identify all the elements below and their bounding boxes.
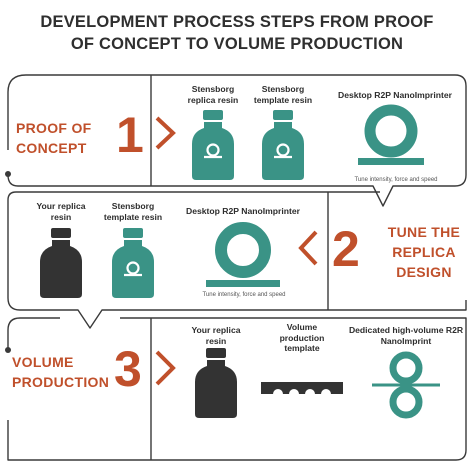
step1-item1-label: Stensborg replica resin bbox=[187, 84, 239, 105]
step1-frame bbox=[7, 74, 467, 207]
step1-item2-label: Stensborg template resin bbox=[253, 84, 313, 105]
step2-stage-line1: TUNE THE bbox=[387, 224, 461, 240]
step2-frame bbox=[7, 191, 380, 201]
step2-chevron-icon bbox=[298, 230, 318, 266]
template-strip-icon bbox=[261, 382, 343, 394]
step2-stage-label: TUNE THE REPLICA DESIGN bbox=[378, 222, 470, 282]
step3-stage-line1: VOLUME bbox=[12, 354, 74, 370]
step2-item3-note: Tune intensity, force and speed bbox=[202, 292, 286, 298]
teal-bottle-icon bbox=[192, 110, 234, 180]
step1-stage-label: PROOF OF CONCEPT bbox=[16, 118, 106, 158]
connector-dot-2 bbox=[5, 347, 11, 353]
connector-dot-1 bbox=[5, 171, 11, 177]
step2-frame-bottom bbox=[7, 200, 467, 329]
diagram-title-line1: DEVELOPMENT PROCESS STEPS FROM PROOF bbox=[40, 13, 434, 31]
roller-imprinter-icon bbox=[206, 222, 280, 287]
step1-stage-line1: PROOF OF bbox=[16, 120, 92, 136]
step3-stage-line2: PRODUCTION bbox=[12, 374, 110, 390]
step3-stage-label: VOLUME PRODUCTION bbox=[12, 352, 112, 392]
step2-stage-line2: REPLICA bbox=[392, 244, 456, 260]
step1-item3-note: Tune intensity, force and speed bbox=[354, 177, 438, 183]
step3-chevron-icon bbox=[155, 350, 176, 386]
step1-number: 1 bbox=[116, 107, 144, 163]
teal-bottle-icon bbox=[262, 110, 304, 180]
step3-frame bbox=[7, 317, 60, 350]
roller-imprinter-icon bbox=[358, 104, 424, 165]
step1-stage-line2: CONCEPT bbox=[16, 140, 87, 156]
step1-chevron-icon bbox=[155, 116, 176, 150]
step3-item1-label: Your replica resin bbox=[191, 325, 241, 346]
diagram-title-line2: OF CONCEPT TO VOLUME PRODUCTION bbox=[70, 35, 404, 53]
r2r-rollers-icon bbox=[372, 351, 440, 419]
step2-item2-label: Stensborg template resin bbox=[103, 201, 163, 222]
step3-item2-label: Volume production template bbox=[279, 322, 325, 353]
step3-item3-label: Dedicated high-volume R2R NanoImprint bbox=[348, 325, 464, 346]
step1-item3-label: Desktop R2P NanoImprinter bbox=[338, 90, 452, 100]
teal-bottle-icon bbox=[112, 228, 154, 298]
dark-bottle-icon bbox=[40, 228, 82, 298]
step2-stage-line3: DESIGN bbox=[396, 264, 452, 280]
step3-number: 3 bbox=[114, 341, 142, 397]
step2-number: 2 bbox=[332, 221, 360, 277]
step2-item1-label: Your replica resin bbox=[36, 201, 86, 222]
dark-bottle-icon bbox=[195, 348, 237, 418]
step1-frame-left bbox=[7, 74, 27, 150]
step2-item3-label: Desktop R2P NanoImprinter bbox=[186, 206, 300, 216]
step3-frame-rest bbox=[7, 317, 467, 461]
